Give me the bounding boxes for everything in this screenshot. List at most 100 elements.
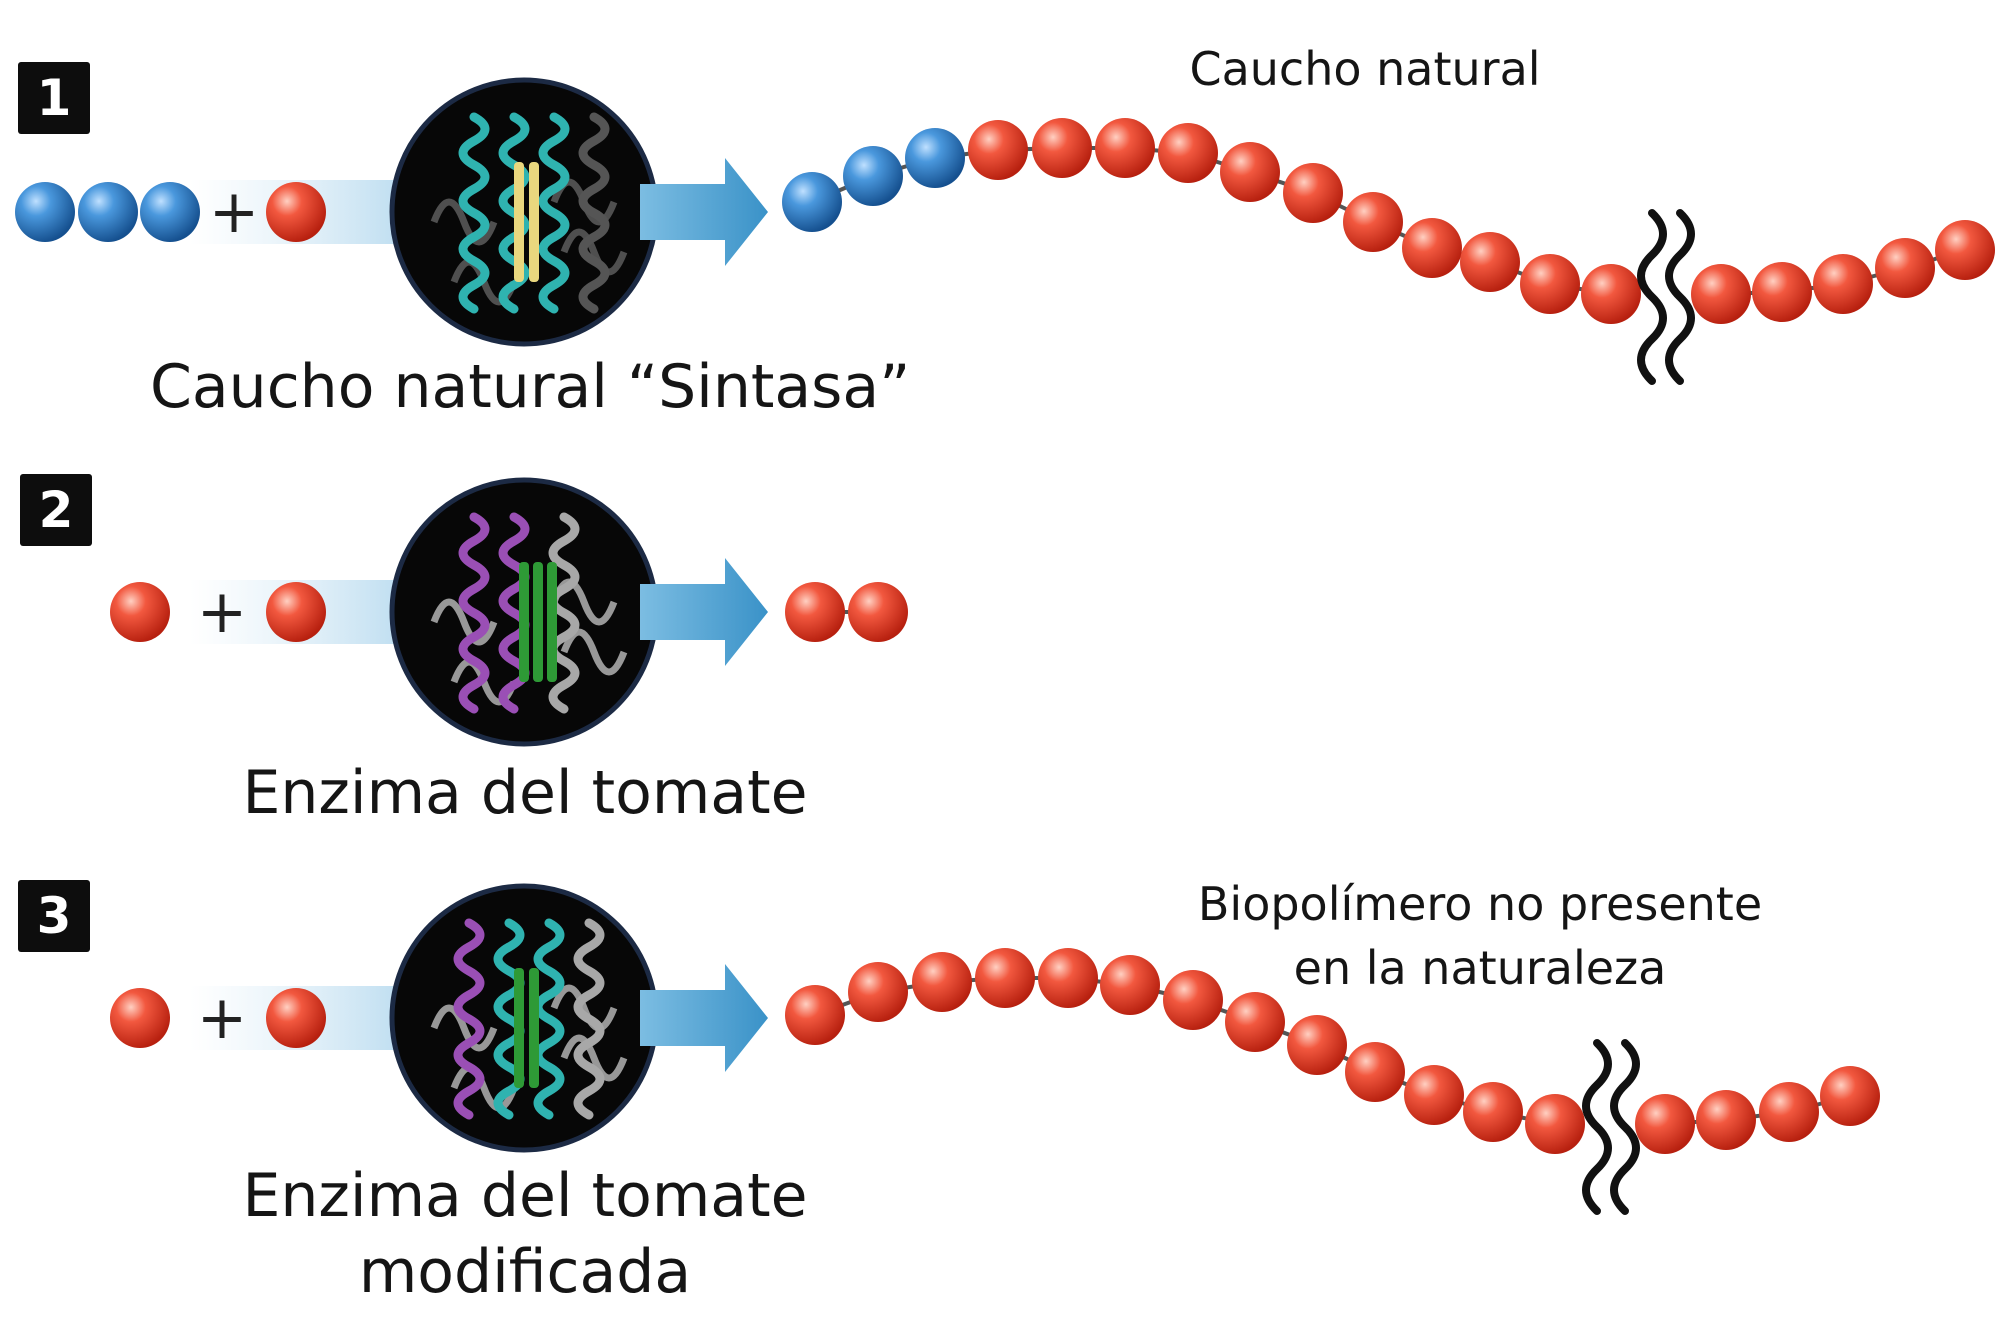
chain-monomer-10 xyxy=(1343,192,1403,252)
chain-monomer-14 xyxy=(1635,1094,1695,1154)
monomer-blue-1 xyxy=(15,182,75,242)
product-caption-1-line-1: Caucho natural xyxy=(1189,42,1541,96)
chain-monomer-10 xyxy=(1345,1042,1405,1102)
monomer-red-2 xyxy=(266,988,326,1048)
helix-1 xyxy=(453,918,485,1120)
strand-2 xyxy=(529,968,539,1088)
reaction-arrow-2 xyxy=(640,558,768,666)
helix-4 xyxy=(573,918,605,1120)
product-caption-3: Biopolímero no presente en la naturaleza xyxy=(1140,872,1820,1000)
enzyme-caption-3-line-1: Enzima del tomate xyxy=(242,1161,808,1231)
chain-monomer-1 xyxy=(785,985,845,1045)
enzyme-caption-2: Enzima del tomate xyxy=(230,758,820,828)
product-caption-1: Caucho natural xyxy=(1165,42,1565,96)
coil-2 xyxy=(550,984,618,1032)
chain-monomer-1 xyxy=(782,172,842,232)
chain-monomer-6 xyxy=(1100,955,1160,1015)
chain-monomer-16 xyxy=(1752,262,1812,322)
chain-monomer-6 xyxy=(1095,118,1155,178)
chain-monomer-13 xyxy=(1525,1094,1585,1154)
plus-sign: + xyxy=(209,177,259,247)
monomer-red-1 xyxy=(110,582,170,642)
reaction-arrow-1 xyxy=(640,158,768,266)
break-mark-1 xyxy=(1637,209,1667,385)
chain-monomer-4 xyxy=(968,120,1028,180)
polymer-chain-1 xyxy=(782,118,1995,385)
monomer-blue-2 xyxy=(78,182,138,242)
helix-3 xyxy=(538,112,570,314)
chain-monomer-5 xyxy=(1038,948,1098,1008)
chain-monomer-15 xyxy=(1696,1090,1756,1150)
coil-1 xyxy=(430,1004,498,1052)
chain-monomer-19 xyxy=(1935,220,1995,280)
chain-monomer-8 xyxy=(1220,142,1280,202)
polymer-chain-3 xyxy=(785,948,1880,1215)
reactants-row-3: + xyxy=(110,983,430,1053)
plus-sign: + xyxy=(197,983,247,1053)
enzyme-caption-3: Enzima del tomate modificada xyxy=(230,1158,820,1310)
chain-monomer-17 xyxy=(1820,1066,1880,1126)
arrow-shape xyxy=(640,558,768,666)
coil-1 xyxy=(430,598,498,646)
step-badge-1: 1 xyxy=(18,62,90,134)
helix-4 xyxy=(578,112,610,314)
chain-monomer-9 xyxy=(1283,163,1343,223)
coil-3 xyxy=(560,1034,628,1082)
step-badge-3: 3 xyxy=(18,880,90,952)
product-caption-3-line-1: Biopolímero no presente xyxy=(1197,877,1763,931)
enzyme-structure-3 xyxy=(389,883,659,1153)
strand-1 xyxy=(514,162,524,282)
monomer-blue-3 xyxy=(140,182,200,242)
chain-monomer-11 xyxy=(1404,1065,1464,1125)
helix-3 xyxy=(533,918,565,1120)
chain-monomer-18 xyxy=(1875,238,1935,298)
coil-3 xyxy=(560,228,628,276)
strand-3 xyxy=(547,562,557,682)
strand-1 xyxy=(519,562,529,682)
chain-monomer-2 xyxy=(843,146,903,206)
chain-monomer-4 xyxy=(975,948,1035,1008)
enzyme-structure-2 xyxy=(389,477,659,747)
chain-monomer-13 xyxy=(1520,254,1580,314)
plus-sign: + xyxy=(197,577,247,647)
chain-monomer-14 xyxy=(1581,264,1641,324)
step-badge-2: 2 xyxy=(20,474,92,546)
coil-4 xyxy=(450,1064,518,1112)
chain-monomer-11 xyxy=(1402,218,1462,278)
chain-monomer-9 xyxy=(1287,1015,1347,1075)
break-mark-1 xyxy=(1582,1039,1612,1215)
monomer-red-1 xyxy=(110,988,170,1048)
enzyme-structure-1 xyxy=(389,77,659,347)
helix-3 xyxy=(548,512,580,714)
strand-1 xyxy=(514,968,524,1088)
chain-monomer-2 xyxy=(848,582,908,642)
enzyme-caption-2-line-1: Enzima del tomate xyxy=(242,758,808,828)
monomer-red-4 xyxy=(266,182,326,242)
chain-monomer-15 xyxy=(1691,264,1751,324)
monomer-red-2 xyxy=(266,582,326,642)
break-mark-2 xyxy=(1665,209,1695,385)
strand-2 xyxy=(529,162,539,282)
chain-monomer-8 xyxy=(1225,992,1285,1052)
polymer-chain-2 xyxy=(785,582,908,642)
enzyme-caption-1-line-1: Caucho natural “Sintasa” xyxy=(150,352,911,422)
enzyme-caption-1: Caucho natural “Sintasa” xyxy=(150,352,911,422)
chain-monomer-1 xyxy=(785,582,845,642)
chain-monomer-3 xyxy=(905,128,965,188)
reaction-arrow-3 xyxy=(640,964,768,1072)
coil-1 xyxy=(430,198,498,246)
product-caption-3-line-2: en la naturaleza xyxy=(1293,941,1667,995)
strand-2 xyxy=(533,562,543,682)
helix-1 xyxy=(458,112,490,314)
helix-1 xyxy=(458,512,490,714)
chain-monomer-7 xyxy=(1158,123,1218,183)
chain-monomer-5 xyxy=(1032,118,1092,178)
reactants-row-2: + xyxy=(110,577,430,647)
reactants-row-1: + xyxy=(15,177,430,247)
chain-monomer-12 xyxy=(1463,1082,1523,1142)
chain-monomer-17 xyxy=(1813,254,1873,314)
chain-monomer-3 xyxy=(912,952,972,1012)
chain-monomer-2 xyxy=(848,962,908,1022)
